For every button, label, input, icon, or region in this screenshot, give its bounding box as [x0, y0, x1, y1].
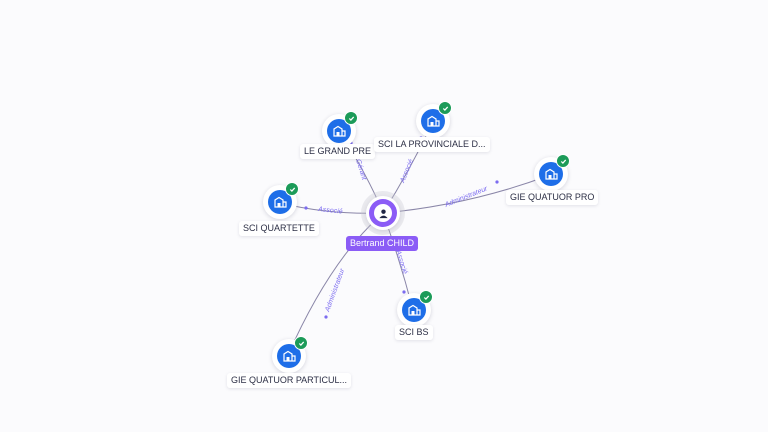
company-label-sci-bs[interactable]: SCI BS [395, 325, 433, 340]
company-label-sci-la-provinciale[interactable]: SCI LA PROVINCIALE D... [374, 137, 490, 152]
edge-label-sci-bs: Associé [394, 249, 409, 276]
edge-label-sci-quartette: Associé [317, 206, 343, 216]
company-node-sci-quartette[interactable] [263, 182, 299, 219]
verified-check-icon [285, 182, 299, 196]
company-label-le-grand-pre[interactable]: LE GRAND PRE [300, 144, 376, 159]
company-node-gie-quatuor-particul[interactable] [272, 336, 308, 373]
center-person-node[interactable] [366, 196, 400, 230]
person-icon [374, 204, 392, 222]
company-label-gie-quatuor-particul[interactable]: GIE QUATUOR PARTICUL... [227, 373, 352, 388]
edge-label-sci-la-provinciale: Associé [399, 158, 415, 184]
verified-check-icon [419, 290, 433, 304]
company-node-sci-bs[interactable] [397, 290, 433, 327]
company-label-gie-quatuor-pro[interactable]: GIE QUATUOR PRO [506, 190, 599, 205]
edge-label-le-grand-pre: Gérant [354, 158, 368, 182]
edge-marker [304, 206, 308, 210]
person-node-ring [369, 199, 397, 227]
edge-label-gie-quatuor-particul: Administrateur [324, 267, 347, 313]
company-building-icon [268, 190, 292, 214]
company-node-le-grand-pre[interactable] [322, 111, 358, 148]
verified-check-icon [438, 101, 452, 115]
edge-marker [402, 290, 406, 294]
verified-check-icon [344, 111, 358, 125]
edge-gie-quatuor-pro [382, 174, 551, 214]
edge-label-gie-quatuor-pro: Administrateur [443, 185, 489, 209]
verified-check-icon [556, 154, 570, 168]
center-person-label[interactable]: Bertrand CHILD [346, 236, 419, 251]
company-label-sci-quartette[interactable]: SCI QUARTETTE [239, 221, 319, 236]
edge-marker [495, 180, 499, 184]
company-node-gie-quatuor-pro[interactable] [534, 154, 570, 191]
company-node-sci-la-provinciale[interactable] [416, 101, 452, 138]
verified-check-icon [294, 336, 308, 350]
edge-marker [324, 315, 328, 319]
